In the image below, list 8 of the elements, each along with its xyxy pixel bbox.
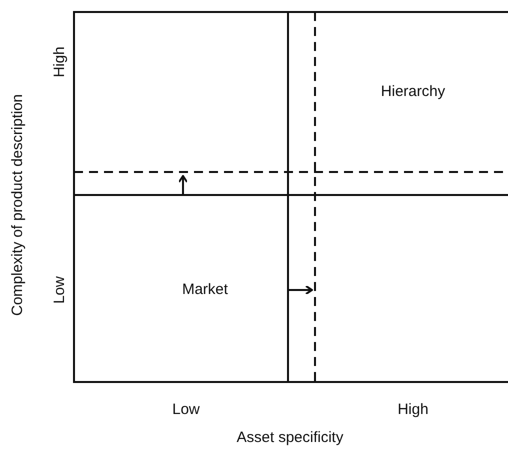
axis-title: Asset specificity bbox=[236, 429, 344, 447]
quadrant-label: Market bbox=[182, 281, 228, 299]
axis-tick-label: High bbox=[398, 401, 428, 419]
axis-tick-label: High bbox=[51, 46, 69, 78]
axis-tick-label: Low bbox=[51, 276, 69, 304]
axis-title: Complexity of product description bbox=[9, 94, 27, 316]
quadrant-label: Hierarchy bbox=[380, 83, 446, 101]
axis-tick-label: Low bbox=[172, 401, 200, 419]
